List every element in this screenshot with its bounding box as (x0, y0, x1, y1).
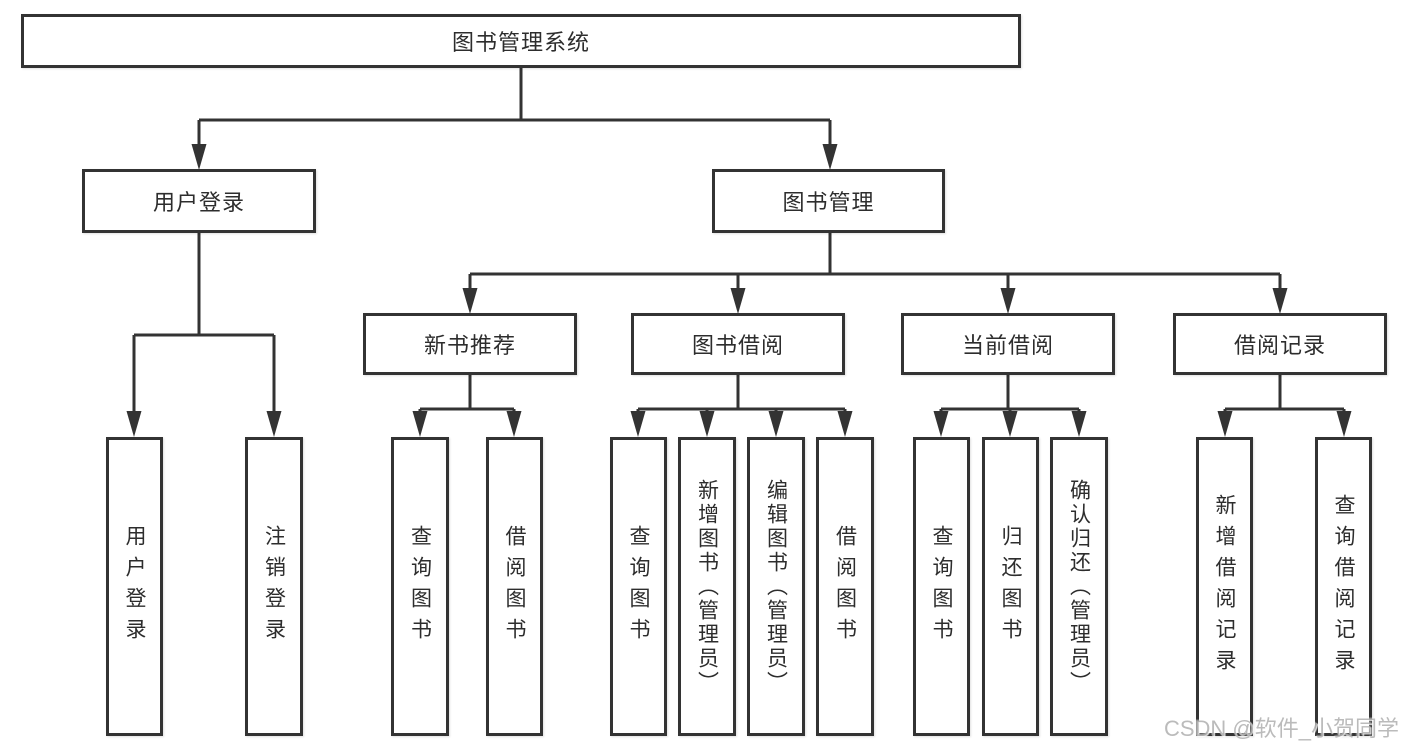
node-label: 借阅图书 (503, 524, 526, 649)
node-label: 当前借阅 (961, 333, 1054, 358)
leaf-borrow-books-recommend: 借阅图书 (486, 437, 543, 736)
node-label: 查询图书 (408, 524, 432, 649)
node-new-book-recommend: 新书推荐 (363, 313, 577, 375)
arrowhead (837, 411, 853, 437)
leaf-add-book-admin: 新增图书（管理员） (678, 437, 736, 736)
arrowhead (1000, 288, 1016, 314)
leaf-query-books-borrow: 查询图书 (610, 437, 667, 736)
node-label: 归还图书 (999, 524, 1022, 649)
connector-user-login-to-leaves (132, 233, 276, 412)
connector-new-book-to-leaves (418, 375, 516, 412)
node-label: 用户登录 (123, 524, 146, 649)
arrowhead (822, 144, 838, 170)
node-label: 新增借阅记录 (1213, 493, 1236, 680)
node-current-borrowing: 当前借阅 (901, 313, 1115, 375)
arrowhead (462, 288, 478, 314)
node-label: 借阅记录 (1233, 333, 1326, 358)
leaf-query-books-recommend: 查询图书 (391, 437, 449, 736)
arrowhead (1217, 411, 1233, 437)
node-label: 新增图书（管理员） (695, 478, 719, 695)
node-library-management-system: 图书管理系统 (21, 14, 1021, 68)
arrowhead (630, 411, 646, 437)
node-label: 注销登录 (262, 524, 286, 649)
node-label: 图书管理系统 (451, 30, 590, 55)
node-label: 用户登录 (152, 190, 245, 215)
arrowheads (126, 144, 1352, 437)
leaf-add-borrow-record: 新增借阅记录 (1196, 437, 1253, 736)
node-label: 确认归还（管理员） (1067, 478, 1091, 695)
connector-borrow-record-to-leaves (1223, 375, 1346, 412)
node-user-login: 用户登录 (82, 169, 316, 233)
arrowhead (1336, 411, 1352, 437)
node-book-borrowing: 图书借阅 (631, 313, 845, 375)
leaf-logout: 注销登录 (245, 437, 303, 736)
node-label: 图书管理 (782, 190, 875, 215)
leaf-confirm-return-admin: 确认归还（管理员） (1050, 437, 1108, 736)
leaf-edit-book-admin: 编辑图书（管理员） (747, 437, 805, 736)
node-label: 查询借阅记录 (1332, 493, 1355, 680)
leaf-query-borrow-record: 查询借阅记录 (1315, 437, 1372, 736)
arrowhead (126, 411, 142, 437)
leaf-query-books-current: 查询图书 (913, 437, 970, 736)
arrowhead (730, 288, 746, 314)
node-label: 新书推荐 (423, 333, 516, 358)
arrowhead (266, 411, 282, 437)
connector-root-to-level2 (197, 68, 832, 145)
node-borrowing-records: 借阅记录 (1173, 313, 1387, 375)
connector-book-borrow-to-leaves (636, 375, 847, 412)
leaf-borrow-books: 借阅图书 (816, 437, 874, 736)
arrowhead (1002, 411, 1018, 437)
arrowhead (506, 411, 522, 437)
arrowhead (412, 411, 428, 437)
node-label: 查询图书 (627, 524, 650, 649)
arrowhead (768, 411, 784, 437)
connector-current-borrow-to-leaves (939, 375, 1081, 412)
arrowhead (933, 411, 949, 437)
arrowhead (1071, 411, 1087, 437)
node-label: 图书借阅 (691, 333, 784, 358)
leaf-return-books: 归还图书 (982, 437, 1039, 736)
node-label: 查询图书 (930, 524, 953, 649)
connector-book-mgmt-to-level3 (468, 233, 1282, 289)
leaf-user-login: 用户登录 (106, 437, 163, 736)
node-label: 编辑图书（管理员） (764, 478, 788, 695)
arrowhead (699, 411, 715, 437)
arrowhead (1272, 288, 1288, 314)
node-book-management: 图书管理 (712, 169, 945, 233)
arrowhead (191, 144, 207, 170)
node-label: 借阅图书 (833, 524, 857, 649)
